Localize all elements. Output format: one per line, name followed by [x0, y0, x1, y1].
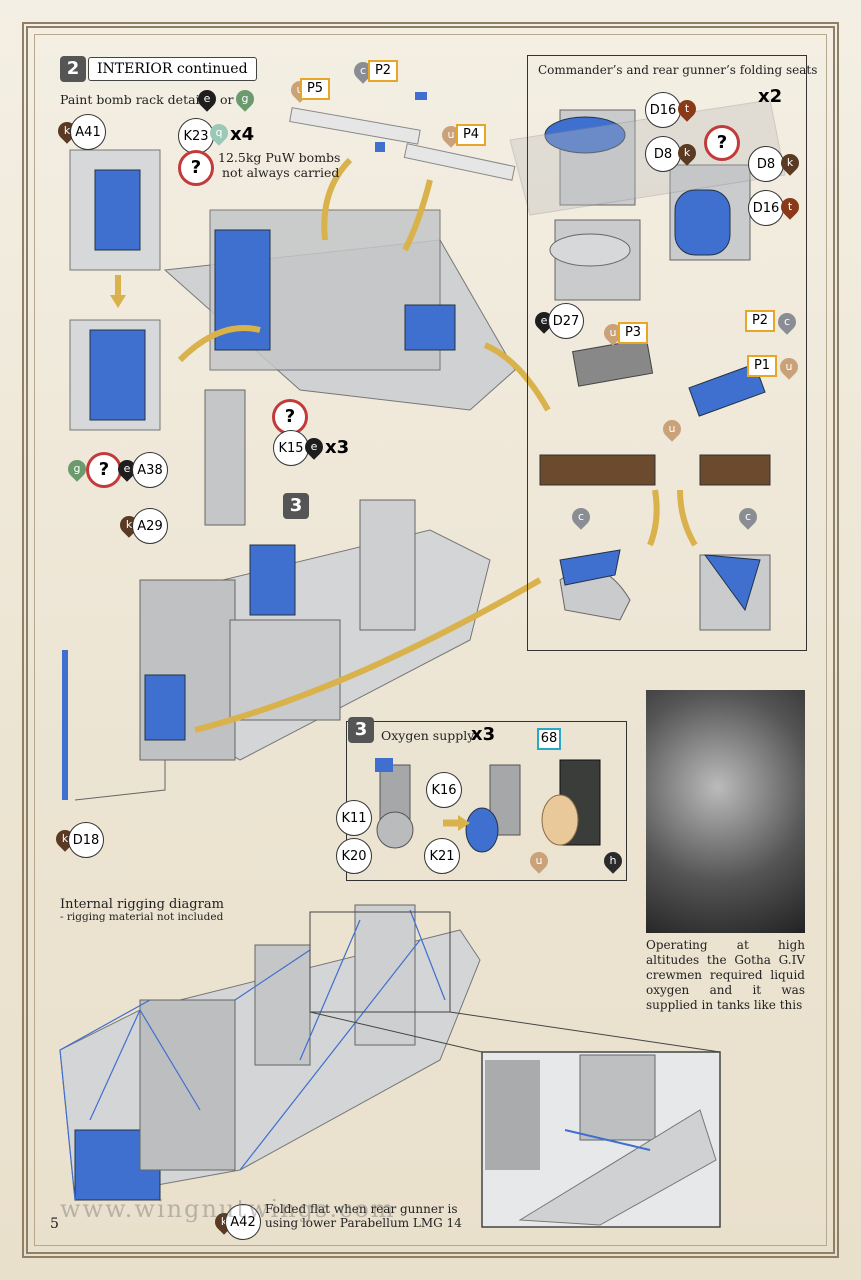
page-border	[22, 22, 839, 1258]
color-drop-g: g	[232, 86, 258, 112]
color-drop-e: e	[301, 434, 327, 460]
rigging-detail-drawing	[481, 1051, 721, 1228]
etch-p5: P5	[300, 78, 330, 100]
etch-p3: P3	[618, 322, 648, 344]
photo-caption: Operating at high altitudes the Gotha G.…	[646, 938, 805, 1012]
etch-68: 68	[537, 728, 561, 750]
color-drop-q: q	[206, 120, 232, 146]
oxygen-tank-photo	[646, 690, 805, 933]
oxygen-supply-panel	[346, 721, 627, 881]
question-icon: ?	[272, 399, 308, 435]
rigging-note: - rigging material not included	[60, 911, 224, 923]
folded-note-line2: using lower Parabellum LMG 14	[265, 1216, 462, 1230]
step-2-title: INTERIOR continued	[88, 57, 257, 81]
color-drop-c: c	[774, 309, 800, 335]
step-3-badge: 3	[348, 717, 374, 743]
part-d16: D16	[748, 190, 784, 226]
part-d8: D8	[645, 136, 681, 172]
seats-panel-title: Commander’s and rear gunner’s folding se…	[538, 63, 818, 77]
middle-fuselage-drawing	[62, 389, 542, 801]
color-drop-u: u	[526, 848, 552, 874]
part-k20: K20	[336, 838, 372, 874]
color-drop-c: c	[568, 504, 594, 530]
oxygen-title: Oxygen supply	[381, 728, 475, 743]
etch-parts-drawing	[289, 92, 516, 181]
seat-drawings	[483, 109, 771, 631]
part-d27: D27	[548, 303, 584, 339]
step-3-marker: 3	[283, 493, 309, 519]
oxygen-multiplier: x3	[471, 724, 496, 745]
question-icon: ?	[178, 150, 214, 186]
k23-multiplier: x4	[230, 124, 255, 145]
color-drop-c: c	[735, 504, 761, 530]
or-text: or	[220, 92, 234, 107]
watermark-text: www.wingnutwings.com	[60, 1195, 396, 1223]
folding-seats-panel	[527, 55, 807, 651]
part-k21: K21	[424, 838, 460, 874]
rigging-fuselage-drawing	[59, 904, 721, 1201]
part-k16: K16	[426, 772, 462, 808]
oxygen-tank-drawings	[375, 758, 601, 853]
part-k11: K11	[336, 800, 372, 836]
upper-fuselage-drawing	[163, 157, 516, 411]
etch-p2: P2	[368, 60, 398, 82]
etch-p1: P1	[747, 355, 777, 377]
color-drop-e: e	[194, 86, 220, 112]
color-drop-k: k	[777, 150, 803, 176]
paint-note: Paint bomb rack details	[60, 92, 210, 107]
bombs-note-line2: not always carried	[222, 165, 340, 180]
part-a38: A38	[132, 452, 168, 488]
step-2-badge: 2	[60, 56, 86, 82]
question-icon: ?	[86, 452, 122, 488]
color-drop-t: t	[777, 194, 803, 220]
seats-multiplier: x2	[758, 86, 783, 107]
part-a42: A42	[225, 1204, 261, 1240]
page-number: 5	[50, 1216, 59, 1232]
part-k23: K23	[178, 118, 214, 154]
color-drop-t: t	[674, 96, 700, 122]
part-a41: A41	[70, 114, 106, 150]
page-inner-border	[34, 34, 827, 1246]
bombs-note-line1: 12.5kg PuW bombs	[218, 150, 341, 165]
rigging-title: Internal rigging diagram	[60, 897, 224, 912]
part-d18: D18	[68, 822, 104, 858]
k15-multiplier: x3	[325, 437, 350, 458]
part-a29: A29	[132, 508, 168, 544]
color-drop-u: u	[659, 416, 685, 442]
bomb-rack-drawing	[69, 149, 161, 431]
color-drop-k: k	[674, 140, 700, 166]
etch-p2: P2	[745, 310, 775, 332]
etch-p4: P4	[456, 124, 486, 146]
part-k15: K15	[273, 430, 309, 466]
folded-note-line1: Folded flat when rear gunner is	[265, 1202, 458, 1216]
part-d16: D16	[645, 92, 681, 128]
color-drop-u: u	[776, 354, 802, 380]
question-icon: ?	[704, 125, 740, 161]
part-d8: D8	[748, 146, 784, 182]
color-drop-h: h	[600, 848, 626, 874]
